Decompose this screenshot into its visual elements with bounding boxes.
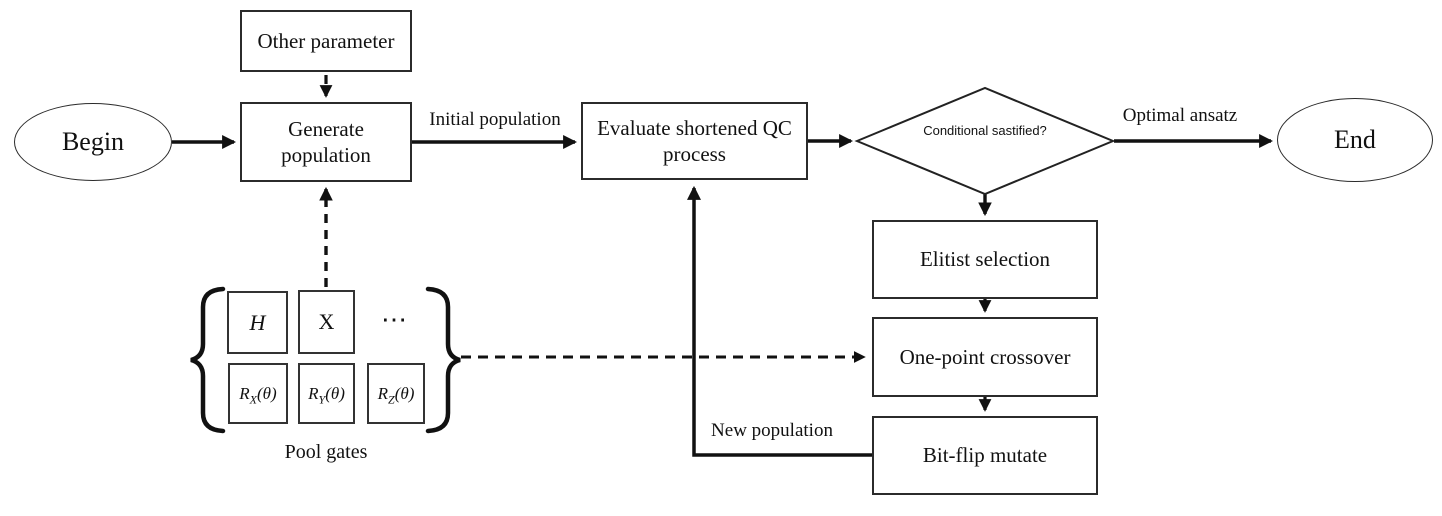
begin-terminal: Begin	[14, 103, 172, 181]
bit-flip-mutate-box: Bit-flip mutate	[872, 416, 1098, 495]
gate-x-label: X	[318, 309, 335, 334]
initial-population-label: Initial population	[429, 109, 561, 130]
gate-ry: RY(θ)	[298, 363, 355, 424]
arrow-mutate-to-evaluate-feedback	[687, 185, 872, 457]
pool-ellipsis: ⋯	[381, 305, 409, 334]
right-brace	[425, 286, 461, 434]
new-population-label: New population	[711, 420, 833, 441]
evaluate-qc-box: Evaluate shortened QC process	[581, 102, 808, 180]
pool-gates-caption: Pool gates	[284, 441, 368, 463]
end-terminal: End	[1277, 98, 1433, 182]
condition-diamond-shape	[854, 86, 1116, 196]
condition-diamond-label: Conditional sastified?	[923, 123, 1047, 138]
elitist-selection-box: Elitist selection	[872, 220, 1098, 299]
generate-population-box: Generate population	[240, 102, 412, 182]
other-parameter-box: Other parameter	[240, 10, 412, 72]
gate-x: X	[298, 290, 355, 354]
gate-rx-label: RX(θ)	[239, 383, 277, 406]
gate-rz: RZ(θ)	[367, 363, 425, 424]
optimal-ansatz-label: Optimal ansatz	[1122, 105, 1238, 126]
gate-ry-label: RY(θ)	[308, 383, 345, 406]
gate-rx: RX(θ)	[228, 363, 288, 424]
gate-rz-label: RZ(θ)	[377, 383, 415, 406]
left-brace	[190, 286, 226, 434]
gate-h-label: H	[249, 309, 266, 335]
one-point-crossover-box: One-point crossover	[872, 317, 1098, 397]
gate-h: H	[227, 291, 288, 354]
